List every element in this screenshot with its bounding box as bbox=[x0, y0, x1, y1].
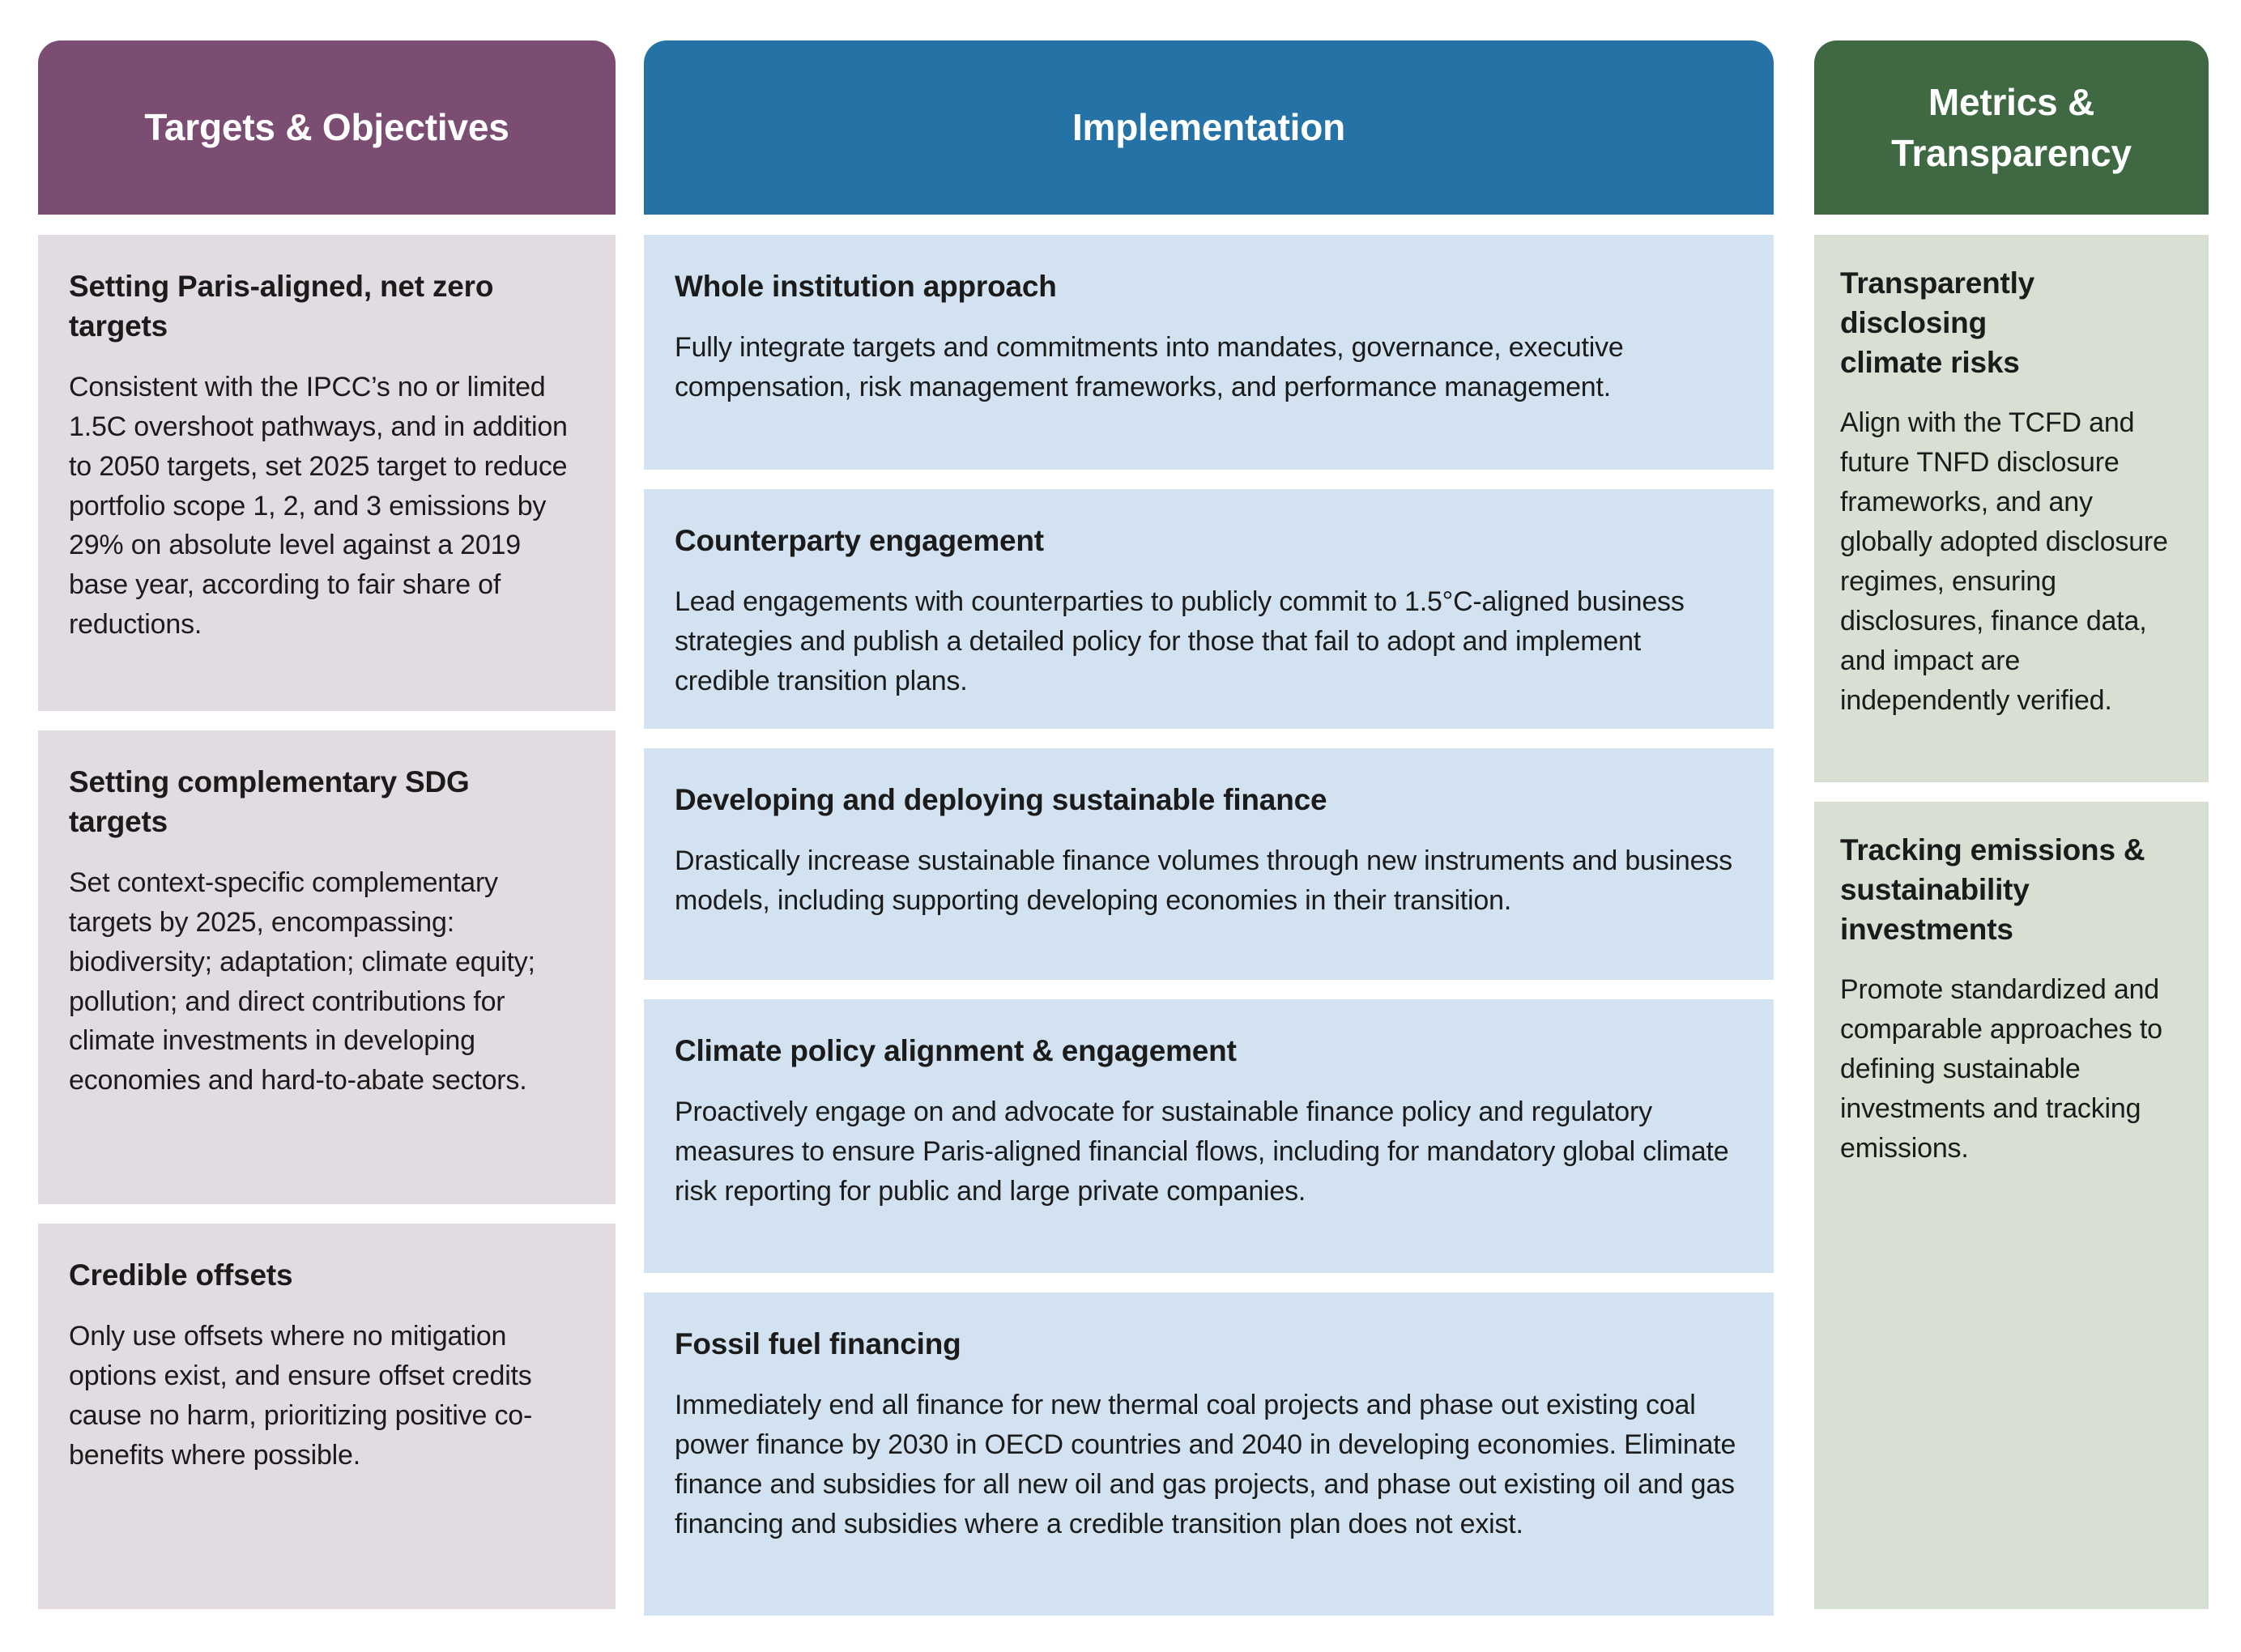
card-whole-institution-approach: Whole institution approach Fully integra… bbox=[644, 235, 1774, 470]
card-title: Climate policy alignment & engagement bbox=[675, 1034, 1237, 1067]
column-header-implementation: Implementation bbox=[644, 40, 1774, 215]
card-complementary-sdg-targets: Setting complementary SDG targets Set co… bbox=[38, 730, 616, 1204]
card-body: Set context-specific complementary targe… bbox=[69, 866, 535, 1096]
card-title: Setting Paris-aligned, net zero targets bbox=[69, 270, 494, 343]
card-title: Fossil fuel financing bbox=[675, 1327, 961, 1360]
column-header-label: Metrics & Transparency bbox=[1891, 81, 2132, 174]
column-metrics-transparency: Metrics & Transparency Transparently dis… bbox=[1814, 40, 2209, 1609]
card-title: Transparently disclosing climate risks bbox=[1840, 266, 2035, 379]
card-title: Developing and deploying sustainable fin… bbox=[675, 783, 1327, 816]
column-header-label: Implementation bbox=[1072, 106, 1346, 149]
card-body: Fully integrate targets and commitments … bbox=[675, 331, 1624, 402]
card-paris-aligned-net-zero-targets: Setting Paris-aligned, net zero targets … bbox=[38, 235, 616, 711]
card-body: Consistent with the IPCC’s no or limited… bbox=[69, 371, 568, 641]
card-climate-policy-alignment-engagement: Climate policy alignment & engagement Pr… bbox=[644, 999, 1774, 1273]
card-body: Immediately end all finance for new ther… bbox=[675, 1389, 1736, 1539]
implementation-cards: Whole institution approach Fully integra… bbox=[644, 235, 1774, 1616]
card-counterparty-engagement: Counterparty engagement Lead engagements… bbox=[644, 489, 1774, 729]
card-title: Whole institution approach bbox=[675, 270, 1057, 303]
card-tracking-emissions-sustainability-investments: Tracking emissions & sustainability inve… bbox=[1814, 802, 2209, 1609]
column-targets-objectives: Targets & Objectives Setting Paris-align… bbox=[38, 40, 616, 1609]
card-transparently-disclosing-climate-risks: Transparently disclosing climate risks A… bbox=[1814, 235, 2209, 782]
card-fossil-fuel-financing: Fossil fuel financing Immediately end al… bbox=[644, 1292, 1774, 1616]
card-credible-offsets: Credible offsets Only use offsets where … bbox=[38, 1224, 616, 1609]
metrics-transparency-cards: Transparently disclosing climate risks A… bbox=[1814, 235, 2209, 1609]
column-header-label: Targets & Objectives bbox=[144, 106, 509, 149]
column-implementation: Implementation Whole institution approac… bbox=[644, 40, 1774, 1616]
card-body: Align with the TCFD and future TNFD disc… bbox=[1840, 407, 2168, 717]
card-body: Proactively engage on and advocate for s… bbox=[675, 1096, 1729, 1207]
card-body: Promote standardized and comparable appr… bbox=[1840, 974, 2162, 1164]
card-title: Credible offsets bbox=[69, 1258, 293, 1292]
card-developing-sustainable-finance: Developing and deploying sustainable fin… bbox=[644, 748, 1774, 980]
column-header-metrics-transparency: Metrics & Transparency bbox=[1814, 40, 2209, 215]
card-body: Drastically increase sustainable finance… bbox=[675, 845, 1732, 916]
card-body: Only use offsets where no mitigation opt… bbox=[69, 1320, 533, 1471]
card-body: Lead engagements with counterparties to … bbox=[675, 585, 1685, 696]
card-title: Tracking emissions & sustainability inve… bbox=[1840, 833, 2145, 946]
column-header-targets-objectives: Targets & Objectives bbox=[38, 40, 616, 215]
card-title: Counterparty engagement bbox=[675, 524, 1044, 557]
targets-objectives-cards: Setting Paris-aligned, net zero targets … bbox=[38, 235, 616, 1609]
card-title: Setting complementary SDG targets bbox=[69, 765, 470, 838]
